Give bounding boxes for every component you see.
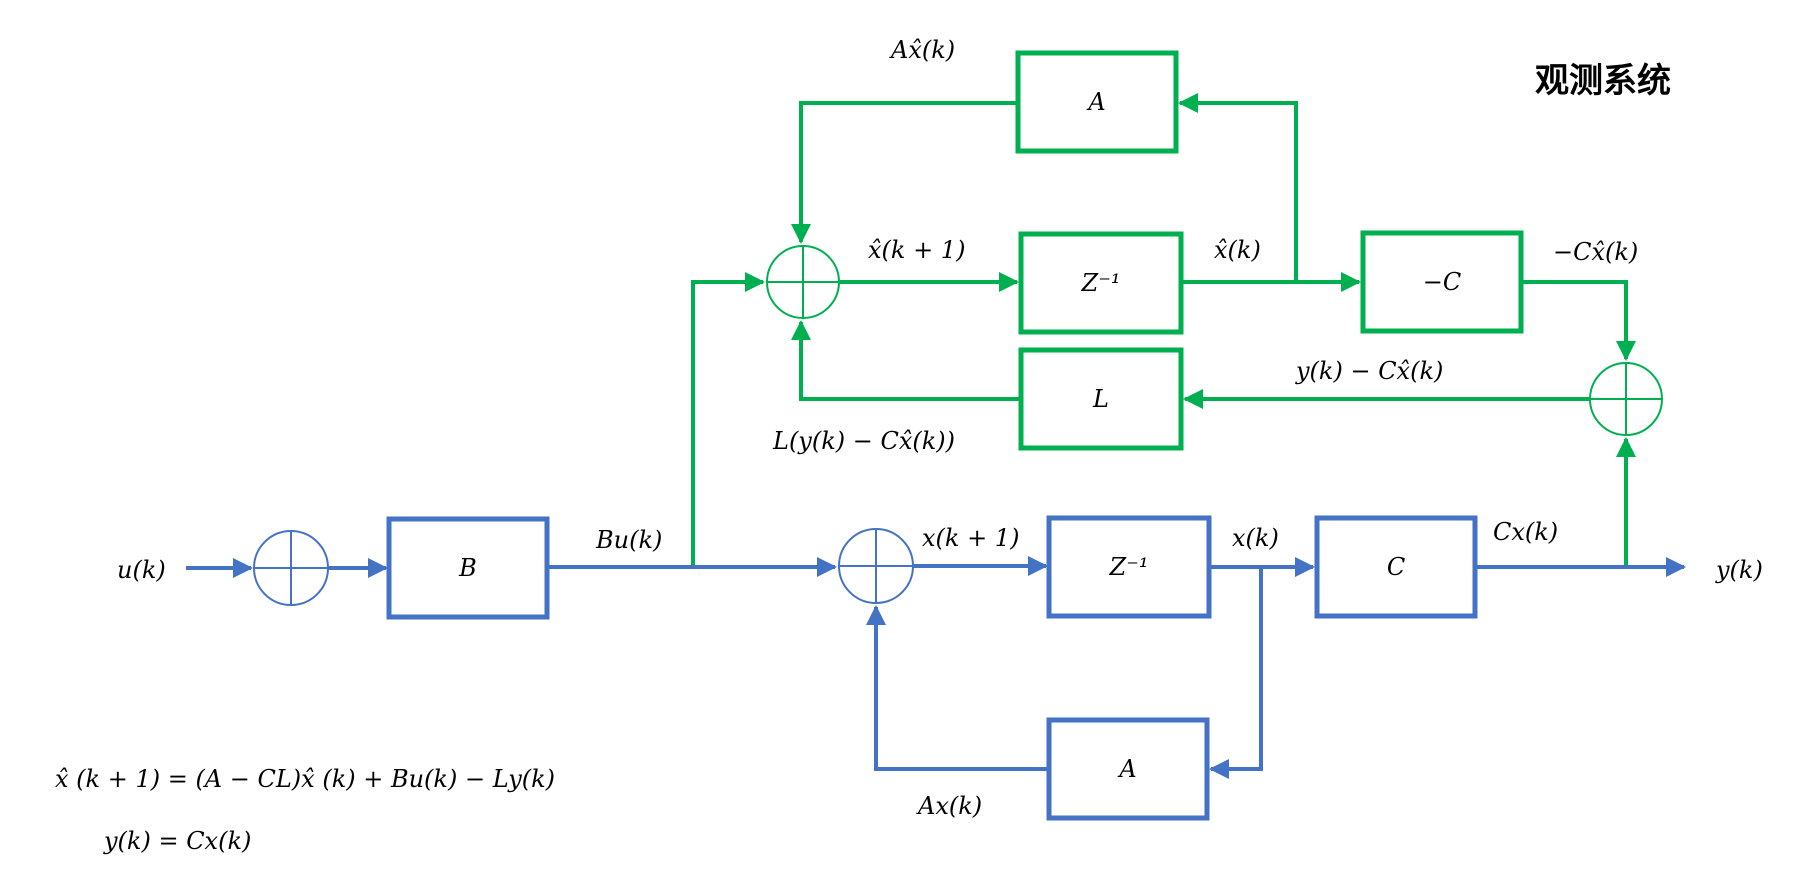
svg-text:A: A [1117, 755, 1136, 783]
label-Ax: Ax(k) [916, 792, 982, 820]
label-x-next: x(k + 1) [922, 524, 1019, 552]
observer-sum-junction [766, 245, 840, 319]
error-sum-junction [1589, 362, 1663, 436]
label-input-u: u(k) [117, 556, 166, 584]
svg-text:A: A [1086, 88, 1105, 116]
label-Cx: Cx(k) [1493, 518, 1558, 546]
observer-wires [691, 93, 1636, 567]
plant-block-B: B [386, 516, 550, 620]
label-xhat-next: x̂(k + 1) [868, 236, 965, 264]
observer-block-L: L [1018, 347, 1184, 451]
input-sum-junction [253, 530, 329, 606]
plant-block-C: C [1314, 515, 1478, 619]
label-error: y(k) − Cx̂(k) [1295, 357, 1443, 385]
svg-text:L: L [1092, 385, 1109, 413]
svg-text:C: C [1387, 553, 1405, 581]
label-negC-xhat: −Cx̂(k) [1553, 238, 1638, 266]
observer-system: A Z⁻¹ −C L [691, 36, 1663, 567]
observer-block-delay: Z⁻¹ [1018, 231, 1184, 335]
svg-text:B: B [458, 554, 477, 582]
svg-text:Z⁻¹: Z⁻¹ [1109, 553, 1149, 581]
svg-text:Z⁻¹: Z⁻¹ [1081, 269, 1121, 297]
label-x: x(k) [1232, 524, 1279, 552]
label-output-y: y(k) [1715, 556, 1763, 584]
svg-text:−C: −C [1423, 268, 1461, 296]
output-equation: y(k) = Cx(k) [103, 827, 251, 855]
label-A-xhat: Ax̂(k) [889, 36, 955, 64]
observer-block-negC: −C [1360, 230, 1524, 334]
observer-equation: x̂ (k + 1) = (A − CL)x̂ (k) + Bu(k) − Ly… [55, 765, 555, 793]
label-L-error: L(y(k) − Cx̂(k)) [772, 427, 955, 455]
label-xhat: x̂(k) [1214, 236, 1261, 264]
plant-wires [186, 556, 1686, 779]
plant-block-A: A [1046, 717, 1210, 821]
diagram-title: 观测系统 [1535, 61, 1671, 101]
observer-block-A: A [1015, 50, 1179, 154]
plant-system: B Z⁻¹ C A [117, 515, 1763, 821]
plant-block-delay: Z⁻¹ [1046, 515, 1212, 619]
state-sum-junction [838, 528, 914, 604]
label-Bu: Bu(k) [595, 526, 662, 554]
